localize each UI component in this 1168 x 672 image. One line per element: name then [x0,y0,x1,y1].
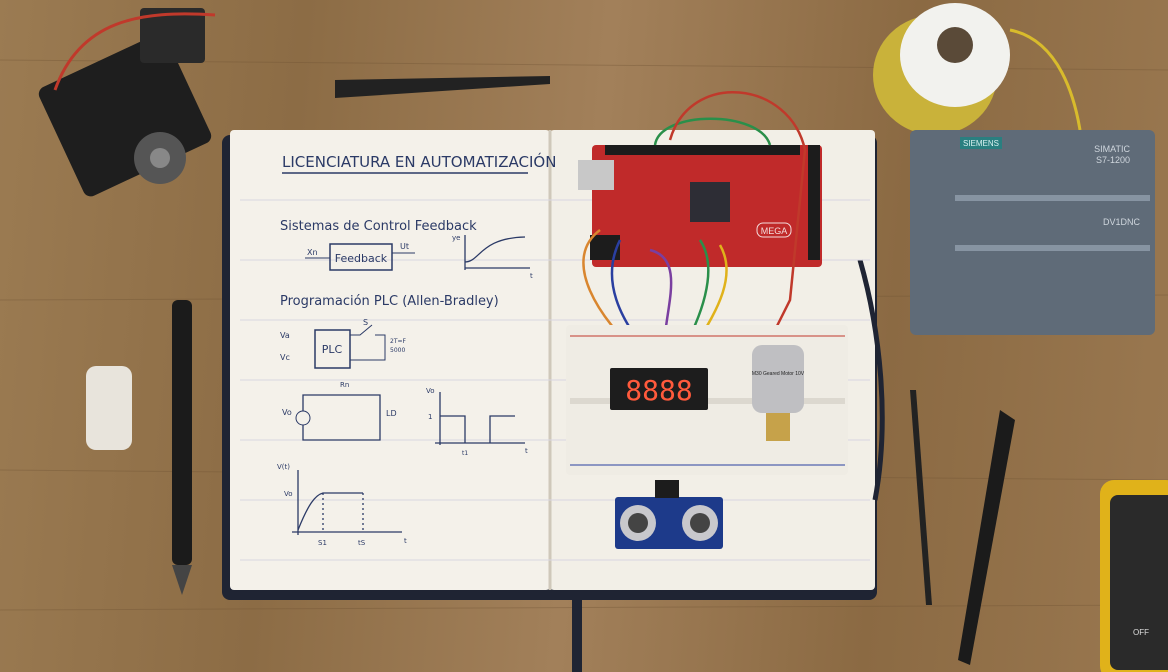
section-plc-heading: Programación PLC (Allen-Bradley) [280,294,499,309]
display-digits: 8888 [625,374,692,407]
graph3-x-label: t [404,537,407,545]
plc-model-line2: S7-1200 [1096,155,1130,165]
switch-label: S [363,318,368,327]
step-response-graph [464,235,530,270]
plc-input-2: Vc [280,353,290,362]
resistor-label: Rn [340,381,349,389]
plc-input-1: Va [280,331,290,340]
feedback-block-label: Feedback [335,252,388,265]
graph2-level: 1 [428,413,432,421]
input-label: Xn [307,248,318,257]
siemens-plc: SIEMENS SIMATIC S7-1200 DV1DNC [910,130,1155,335]
plc-model-line1: SIMATIC [1094,144,1130,154]
capacitor-label-1: 2T=F [390,338,407,345]
feedback-block [329,243,393,271]
tweezers-right [958,410,1015,665]
graph2-y-label: Vo [426,387,435,395]
wire-spool [873,3,1082,135]
multimeter: OFF [1100,480,1168,672]
seven-segment-display: 8888 [610,368,708,410]
notebook-title: LICENCIATURA EN AUTOMATIZACIÓN [282,152,556,171]
source-label: Vo [282,408,292,417]
probe-tool [910,390,932,605]
graph3-level: Vo [284,490,293,498]
plc-brand: SIEMENS [963,139,999,148]
capacitor-label-2: 5000 [390,347,405,354]
motor-label: M30 Geared Motor 10V [752,371,805,377]
section-feedback-heading: Sistemas de Control Feedback [280,219,477,234]
dc-motor: M30 Geared Motor 10V [752,345,805,441]
arduino-mega-board: MEGA [578,145,822,267]
graph2-tick: t1 [462,450,468,457]
plc-block [314,329,351,369]
load-label: LD [386,409,397,418]
multimeter-mode: OFF [1133,628,1149,637]
plc-block-label: PLC [322,343,343,356]
eraser [86,366,132,450]
output-label: Ut [400,242,409,251]
graph1-y-label: ye [452,234,460,242]
graph3-t1: S1 [318,539,327,547]
servo-motor [38,8,216,197]
graph2-x-label: t [525,447,528,455]
tweezers [335,76,550,98]
plc-module-label: DV1DNC [1103,217,1141,227]
pulse-graph [435,392,525,445]
arduino-brand: MEGA [761,226,788,236]
graph1-x-label: t [530,272,533,280]
charging-graph [292,470,402,535]
graph3-t2: tS [358,539,366,547]
ultrasonic-sensor [615,480,723,549]
graph3-y-label: V(t) [277,463,290,471]
mechanical-pencil [172,300,192,595]
